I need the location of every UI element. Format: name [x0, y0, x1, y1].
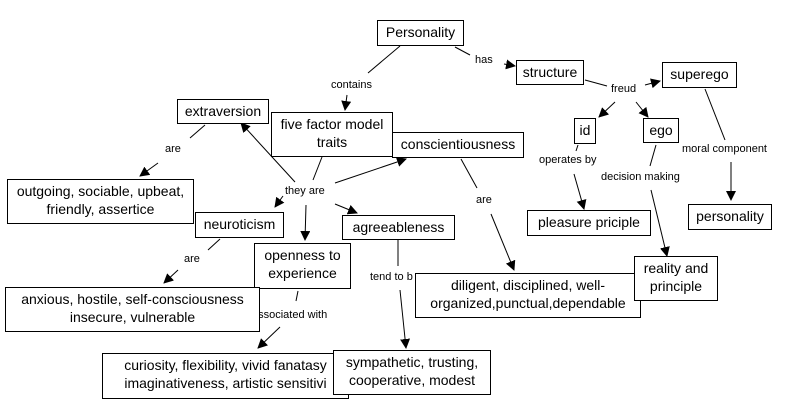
node-label-line: friendly, assertice	[46, 201, 155, 217]
link-label-associated-with: associated with	[251, 309, 329, 322]
node-label-line: principle	[649, 278, 703, 294]
connector-line	[649, 144, 657, 167]
connector-line	[334, 203, 358, 215]
connector-line	[399, 289, 411, 349]
node-ego[interactable]: ego	[643, 118, 679, 143]
node-agreeableness-traits[interactable]: sympathetic, trusting, cooperative, mode…	[333, 350, 491, 395]
node-label-line: openness to	[264, 247, 341, 263]
node-label-line: five factor model	[280, 116, 384, 132]
connector-line	[584, 79, 608, 87]
node-label-line: sympathetic, trusting,	[345, 354, 479, 370]
connector-line	[575, 144, 579, 152]
connector-line	[454, 46, 471, 56]
node-extraversion[interactable]: extraversion	[177, 99, 269, 124]
node-label: extraversion	[184, 103, 262, 119]
connector-line	[207, 238, 221, 251]
node-neuroticism-traits[interactable]: anxious, hostile, self-consciousness ins…	[5, 287, 260, 332]
node-label-line: curiosity, flexibility, vivid fanatasy	[124, 357, 327, 373]
node-label-line: diligent, disciplined, well-	[450, 277, 606, 293]
node-id[interactable]: id	[574, 118, 596, 144]
connector-line	[334, 157, 407, 184]
node-personality-root[interactable]: Personality	[377, 20, 464, 46]
node-label: id	[579, 122, 591, 138]
connector-line	[503, 59, 516, 70]
node-label: agreeableness	[352, 219, 445, 235]
node-conscientiousness-traits[interactable]: diligent, disciplined, well- organized,p…	[415, 273, 641, 318]
link-label-has: has	[474, 54, 494, 67]
connector-line	[704, 88, 726, 141]
connector-line	[490, 213, 516, 271]
node-pleasure-principle[interactable]: pleasure priciple	[527, 210, 651, 236]
node-label: pleasure priciple	[538, 214, 640, 230]
link-label-operates-by: operates by	[538, 154, 598, 167]
node-superego[interactable]: superego	[662, 62, 737, 88]
node-label-line: cooperative, modest	[348, 372, 476, 388]
node-agreeableness[interactable]: agreeableness	[342, 215, 455, 240]
node-five-factor-model[interactable]: five factor model traits	[271, 112, 393, 157]
node-extraversion-traits[interactable]: outgoing, sociable, upbeat, friendly, as…	[7, 179, 194, 224]
node-personality-leaf[interactable]: personality	[688, 204, 772, 230]
node-label-line: anxious, hostile, self-consciousness	[21, 291, 244, 307]
connector-line	[139, 162, 159, 177]
connector-line	[189, 124, 206, 139]
node-openness[interactable]: openness to experience	[254, 243, 351, 289]
node-label: Personality	[385, 24, 456, 40]
link-label-moral-component: moral component	[681, 143, 768, 156]
connector-line	[312, 156, 323, 181]
connector-line	[644, 78, 661, 89]
link-label-tend-to-be: tend to b	[369, 271, 414, 284]
node-label: ego	[649, 122, 673, 138]
node-label-line: experience	[268, 265, 337, 281]
node-label-line: outgoing, sociable, upbeat,	[16, 183, 185, 199]
node-label-line: organized,punctual,dependable	[430, 295, 626, 311]
connector-line	[295, 290, 299, 302]
connector-line	[257, 326, 281, 349]
node-label: conscientiousness	[400, 136, 516, 152]
node-label: structure	[522, 64, 578, 80]
connector-line	[635, 101, 649, 118]
node-openness-traits[interactable]: curiosity, flexibility, vivid fanatasy i…	[102, 353, 349, 399]
connector-line	[598, 101, 616, 118]
node-conscientiousness[interactable]: conscientiousness	[392, 132, 524, 158]
link-label-are-neuroticism: are	[183, 253, 201, 266]
connector-line	[650, 189, 670, 257]
connector-line	[460, 158, 478, 189]
node-structure[interactable]: structure	[516, 60, 584, 85]
connector-line	[240, 122, 296, 183]
connector-line	[163, 269, 179, 284]
link-label-they-are: they are	[284, 185, 326, 198]
connector-line	[274, 195, 285, 208]
node-reality-principle[interactable]: reality and principle	[634, 256, 718, 301]
connector-line	[367, 45, 401, 74]
link-label-are-extraversion: are	[164, 143, 182, 156]
link-label-decision-making: decision making	[600, 171, 681, 184]
link-label-freud: freud	[610, 83, 638, 96]
node-label: personality	[696, 208, 764, 224]
node-label-line: imaginativeness, artistic sensitivi	[124, 375, 327, 391]
node-label: neuroticism	[203, 216, 276, 232]
node-label: superego	[670, 66, 729, 82]
connector-line	[573, 173, 587, 210]
node-label-line: insecure, vulnerable	[69, 309, 196, 325]
connector-line	[300, 204, 311, 241]
link-label-are-conscientiousness: are	[475, 194, 493, 207]
link-label-contains: contains	[330, 79, 373, 92]
connector-line	[341, 94, 352, 111]
node-label-line: reality and	[643, 260, 709, 276]
node-label-line: traits	[316, 134, 348, 150]
node-neuroticism[interactable]: neuroticism	[195, 212, 284, 238]
